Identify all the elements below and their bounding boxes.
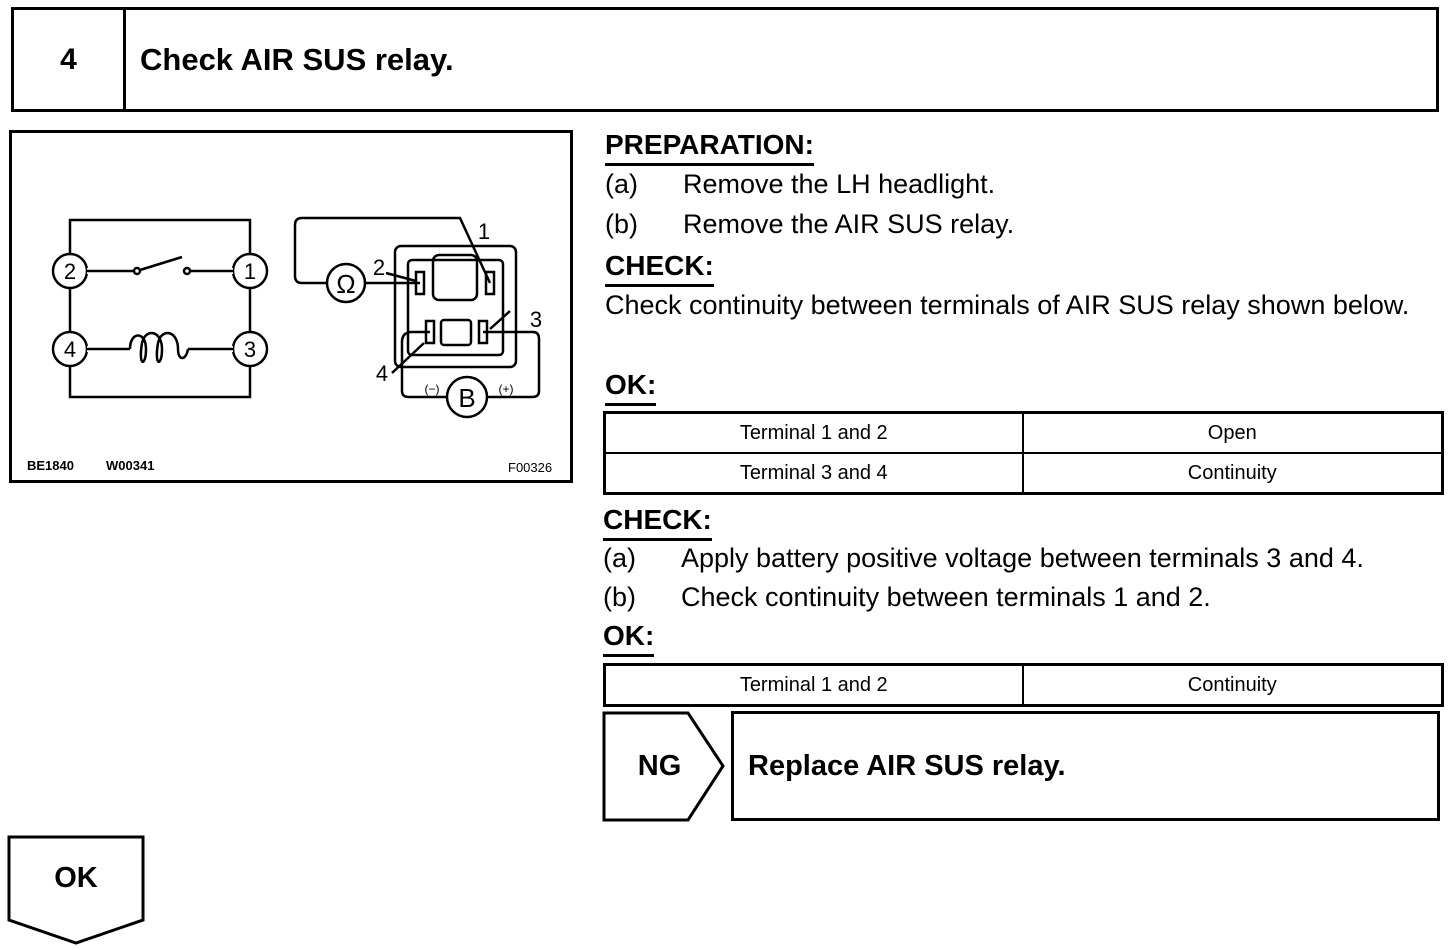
- relay-body-inner: [406, 258, 505, 357]
- check-2-item-a-text: Apply battery positive voltage between t…: [681, 543, 1364, 573]
- ng-label: NG: [637, 750, 682, 782]
- table-row: Terminal 3 and 4 Continuity: [603, 452, 1444, 495]
- check-2-heading: CHECK:: [603, 503, 712, 541]
- check-2-item-b: (b) Check continuity between terminals 1 …: [603, 580, 1211, 614]
- ok-2-heading: OK:: [603, 619, 655, 657]
- preparation-item-b-text: Remove the AIR SUS relay.: [683, 209, 1015, 239]
- ok-1-heading: OK:: [605, 368, 657, 406]
- relay-terminal-2-label: 2: [373, 255, 385, 280]
- ng-arrow-shape: [602, 711, 725, 822]
- table-row: Terminal 1 and 2 Open: [603, 411, 1444, 454]
- ok-flow-label: OK: [54, 861, 98, 894]
- check-2-item-a-label: (a): [603, 543, 636, 573]
- table-cell: Open: [1021, 411, 1444, 454]
- switch-blade: [139, 255, 183, 272]
- relay-slot-upper: [431, 253, 479, 302]
- step-header: 4 Check AIR SUS relay.: [11, 7, 1439, 112]
- ok-2-table: Terminal 1 and 2 Continuity: [603, 663, 1444, 707]
- ok-arrow-shape: [7, 835, 145, 945]
- step-number: 4: [14, 10, 126, 109]
- relay-body-outer: [393, 244, 518, 369]
- table-row: Terminal 1 and 2 Continuity: [603, 663, 1444, 707]
- schematic-terminal-1-label: 1: [244, 259, 256, 284]
- relay-diagram-svg: 2 1 4 3 Ω B (−) (+) 1 2 3 4: [51, 216, 542, 419]
- relay-terminal-1-label: 1: [478, 219, 490, 244]
- check-2-item-b-text: Check continuity between terminals 1 and…: [681, 582, 1211, 612]
- figure-code: F00326: [508, 460, 553, 475]
- relay-diagram: 2 1 4 3 Ω B (−) (+) 1 2 3 4 BE1840 W0034…: [9, 130, 573, 483]
- figure-code-1: BE1840: [27, 458, 74, 473]
- table-cell: Terminal 3 and 4: [603, 452, 1024, 495]
- switch-contact-left: [132, 266, 142, 276]
- battery-minus-label: (−): [425, 382, 440, 396]
- preparation-item-a-text: Remove the LH headlight.: [683, 169, 996, 199]
- table-cell: Terminal 1 and 2: [603, 411, 1024, 454]
- battery-symbol: B: [458, 383, 475, 413]
- ohm-symbol: Ω: [336, 269, 355, 299]
- schematic-terminal-4-label: 4: [64, 337, 76, 362]
- schematic-terminal-3-label: 3: [244, 337, 256, 362]
- check-2-item-b-label: (b): [603, 582, 636, 612]
- schematic-terminal-2-label: 2: [64, 259, 76, 284]
- ok-1-table: Terminal 1 and 2 Open Terminal 3 and 4 C…: [603, 411, 1444, 495]
- relay-terminal-3-label: 3: [530, 307, 542, 332]
- check-1-text: Check continuity between terminals of AI…: [605, 290, 1410, 320]
- ng-action: Replace AIR SUS relay.: [731, 711, 1440, 821]
- preparation-item-b: (b) Remove the AIR SUS relay.: [605, 207, 1014, 241]
- table-cell: Continuity: [1021, 452, 1444, 495]
- table-cell: Terminal 1 and 2: [603, 663, 1024, 707]
- relay-terminal-4-label: 4: [376, 361, 388, 386]
- preparation-heading: PREPARATION:: [605, 128, 814, 166]
- table-cell: Continuity: [1021, 663, 1444, 707]
- relay-slot-lower: [439, 318, 473, 347]
- check-1-heading: CHECK:: [605, 249, 714, 287]
- step-title: Check AIR SUS relay.: [140, 41, 454, 77]
- preparation-item-a-label: (a): [605, 169, 638, 199]
- preparation-item-a: (a) Remove the LH headlight.: [605, 167, 995, 201]
- battery-plus-label: (+): [499, 382, 514, 396]
- schematic-frame: [68, 218, 252, 399]
- figure-code-2: W00341: [106, 458, 155, 473]
- check-2-item-a: (a) Apply battery positive voltage betwee…: [603, 541, 1364, 575]
- preparation-item-b-label: (b): [605, 209, 638, 239]
- coil-symbol: [128, 331, 190, 363]
